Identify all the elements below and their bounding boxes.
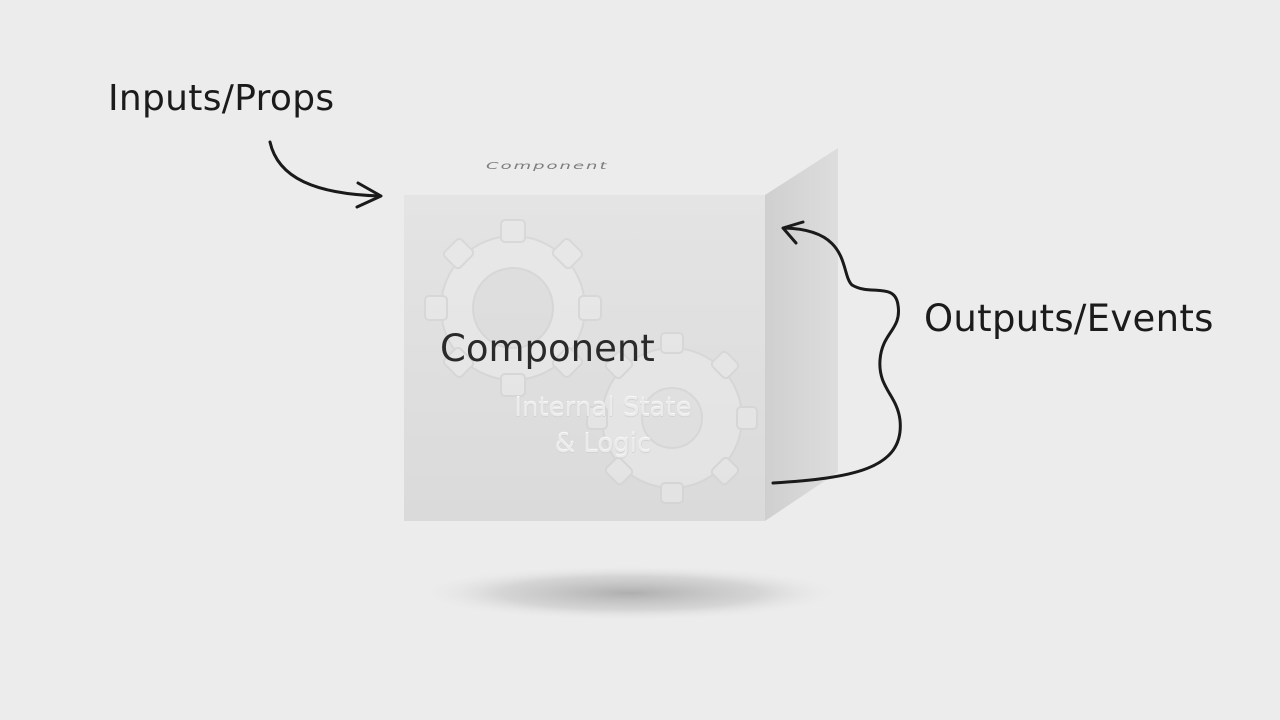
internal-line-1: Internal State <box>514 393 692 423</box>
output-arrow <box>771 220 902 485</box>
cube-side-face <box>765 148 838 521</box>
input-arrow <box>268 140 383 209</box>
cube-shadow <box>415 565 845 621</box>
internal-state-label: Internal State & Logic <box>478 390 728 462</box>
component-label: Component <box>440 327 655 370</box>
gear-icon <box>424 219 602 397</box>
internal-line-2: & Logic <box>554 429 652 459</box>
inputs-props-label: Inputs/Props <box>108 78 335 119</box>
outputs-events-label: Outputs/Events <box>924 297 1214 340</box>
cube-top-face <box>404 148 838 195</box>
cube-top-label: Component <box>486 160 609 172</box>
gear-icon <box>586 332 758 504</box>
